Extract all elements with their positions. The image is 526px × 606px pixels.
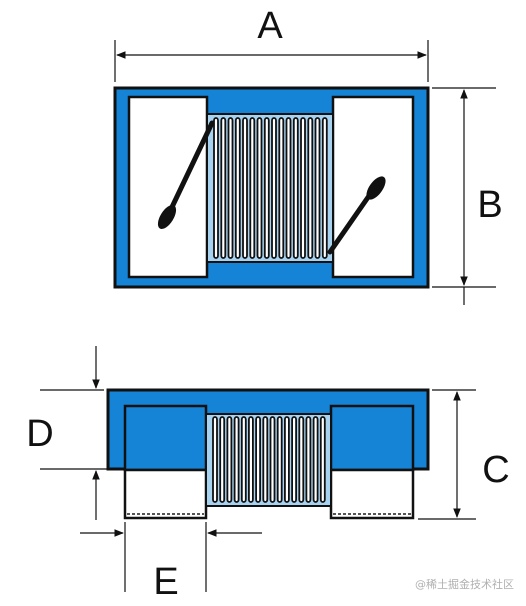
winding-turn xyxy=(234,117,241,259)
dimension-a: A xyxy=(114,5,429,82)
winding-turn xyxy=(226,416,233,503)
winding-turn xyxy=(307,117,314,259)
coil-winding-icon xyxy=(212,416,326,503)
winding-turn xyxy=(312,416,319,503)
winding-turn xyxy=(283,416,290,503)
winding-turn xyxy=(285,117,292,259)
winding-turn xyxy=(291,416,298,503)
coil-winding-icon xyxy=(213,117,328,259)
dimension-d-label: D xyxy=(26,413,53,455)
dimension-e-label: E xyxy=(153,561,178,603)
winding-turn xyxy=(278,117,285,259)
winding-turn xyxy=(314,117,321,259)
winding-turn xyxy=(298,416,305,503)
winding-turn xyxy=(213,117,219,259)
winding-turn xyxy=(271,117,277,259)
winding-turn xyxy=(305,416,312,503)
top-view xyxy=(113,86,430,289)
winding-turn xyxy=(249,117,256,259)
side-right-terminal-lower xyxy=(329,468,415,520)
side-view xyxy=(106,388,430,520)
winding-turn xyxy=(220,117,227,259)
dimension-a-label: A xyxy=(257,5,283,47)
side-right-terminal-upper xyxy=(329,404,415,472)
winding-turn xyxy=(219,416,226,503)
winding-turn xyxy=(256,117,263,259)
dimension-b: B xyxy=(432,87,503,305)
winding-turn xyxy=(319,416,326,503)
winding-turn xyxy=(255,416,262,503)
winding-turn xyxy=(292,117,299,259)
watermark-text: @稀土掘金技术社区 xyxy=(415,577,514,591)
winding-turn xyxy=(321,117,328,259)
winding-turn xyxy=(276,416,283,503)
winding-turn xyxy=(300,117,306,259)
winding-turn xyxy=(233,416,240,503)
dimension-d: D xyxy=(26,346,122,520)
top-left-terminal xyxy=(127,95,209,279)
dimension-c-label: C xyxy=(482,449,509,491)
winding-turn xyxy=(240,416,247,503)
winding-turn xyxy=(242,117,248,259)
dimension-e: E xyxy=(80,522,262,603)
winding-turn xyxy=(262,416,269,503)
dimension-b-label: B xyxy=(477,184,502,226)
side-left-terminal-lower xyxy=(123,468,208,520)
wire-lead-icon xyxy=(157,120,386,255)
winding-turn xyxy=(247,416,254,503)
dimension-c: C xyxy=(418,389,510,520)
winding-turn xyxy=(212,416,218,503)
side-left-terminal-upper xyxy=(123,404,208,472)
winding-turn xyxy=(227,117,234,259)
winding-turn xyxy=(263,117,270,259)
winding-turn xyxy=(269,416,276,503)
